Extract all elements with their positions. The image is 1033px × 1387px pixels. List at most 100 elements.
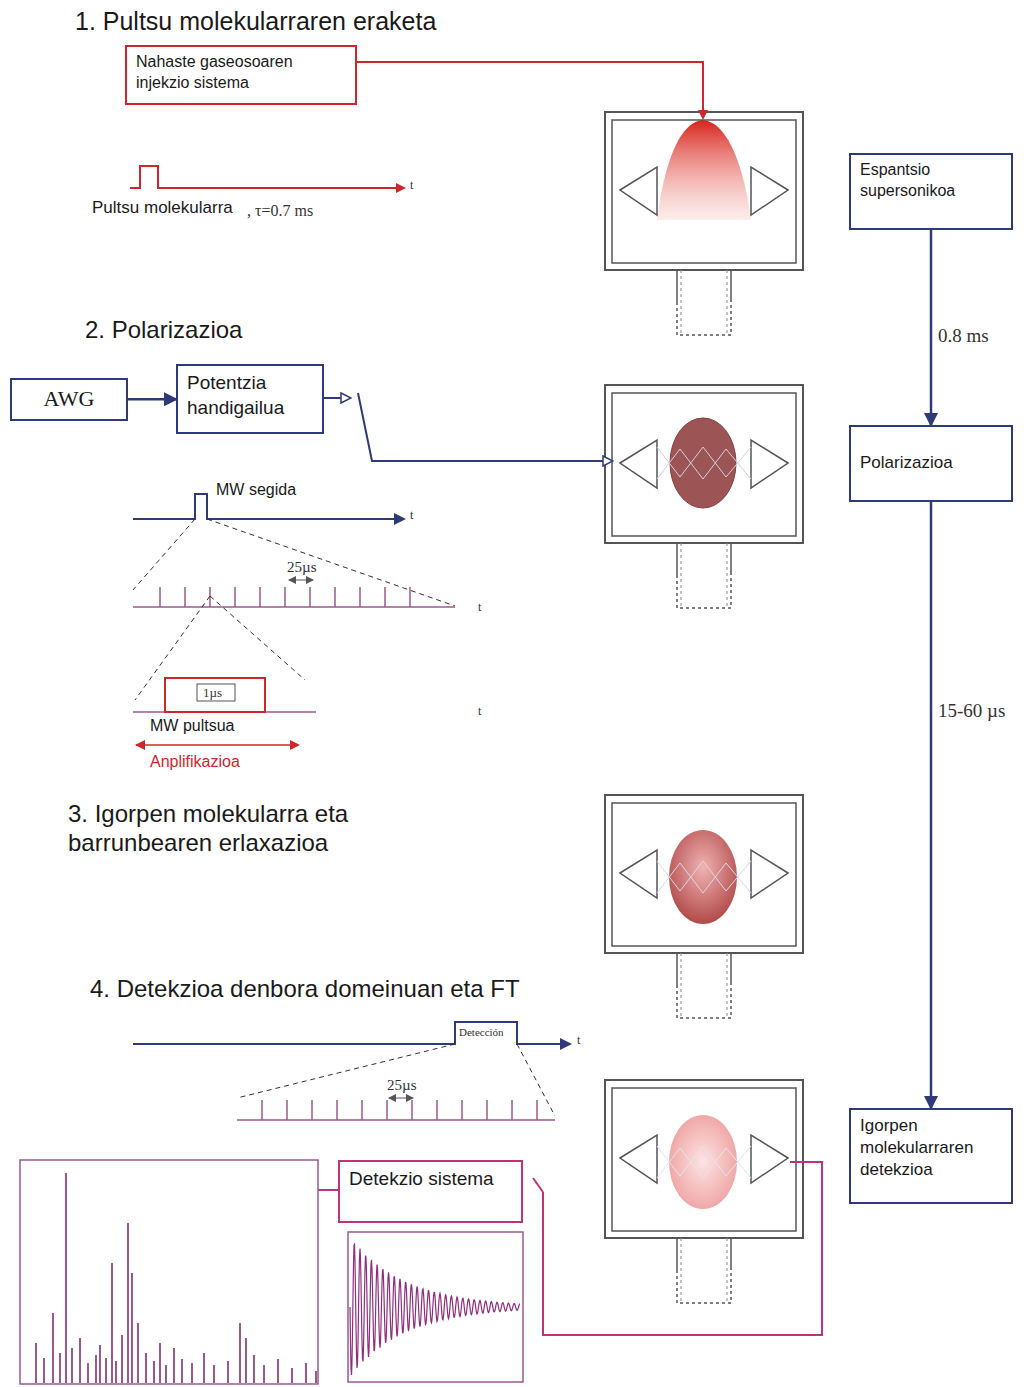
annotation: 3. Igorpen molekularra eta barrunbearen … [68,800,448,858]
spectral-line [43,1358,45,1383]
axis-label: t [478,704,481,718]
spectral-line [99,1345,101,1383]
spectral-line [203,1353,205,1383]
fid-signal [350,1244,520,1375]
spectral-line [87,1363,89,1383]
awg-box: AWG [10,378,128,421]
spectral-line [277,1359,279,1383]
spectral-line [305,1363,307,1383]
vacuum-chamber [605,385,803,608]
tick [486,1100,488,1120]
tick [259,587,261,607]
spectral-line [52,1313,54,1383]
connector [128,398,176,401]
spectral-line [65,1173,67,1383]
spectral-line [79,1338,81,1383]
spectral-line [239,1323,241,1383]
tick [384,587,386,607]
spacing-arrow [389,1098,413,1099]
spectral-line [165,1365,167,1383]
spectral-line [35,1343,37,1383]
node-text: Igorpen molekularraren detekzioa [860,1115,1002,1181]
edge-label: 15-60 µs [936,700,1007,722]
tick [386,1100,388,1120]
connector [930,230,933,425]
detection-box: Detekzio sistema [338,1160,523,1223]
detection-timeline [133,1022,570,1044]
tick [536,1100,538,1120]
node-text: Detekzio sistema [349,1167,512,1192]
tick [336,1100,338,1120]
spectral-line [213,1365,215,1383]
spectral-line [127,1223,129,1383]
spectral-line [137,1323,139,1383]
edge-label: 0.8 ms [936,325,991,347]
annotation: 1. Pultsu molekularraren eraketa [75,6,436,36]
stage-box: Polarizazioa [849,425,1013,502]
annotation: 25µs [387,1076,416,1094]
tick [411,1100,413,1120]
annotation: Pultsu molekularra [92,198,233,218]
axis-label: t [478,600,481,614]
tick [409,587,411,607]
tick [286,1100,288,1120]
annotation: Detección [459,1026,504,1039]
axis-label: t [410,508,413,522]
stage-box: Igorpen molekularraren detekzioa [849,1108,1013,1204]
spectral-line [227,1361,229,1383]
mw-line [324,397,350,399]
spectral-line [115,1361,117,1383]
vacuum-chamber [605,112,803,335]
tick [361,1100,363,1120]
node-text: AWG [21,385,117,414]
annotation: MW segida [216,480,296,499]
axis-label: t [410,178,413,192]
spectral-line [145,1353,147,1383]
tick [311,1100,313,1120]
spectral-line [181,1359,183,1383]
annotation: 2. Polarizazioa [85,316,242,345]
pulse-ticks [262,1100,537,1120]
connector [930,502,933,1108]
annotation: MW pultsua [150,716,234,735]
tick [334,587,336,607]
node-text: Nahaste gaseosoaren injekzio sistema [136,52,346,94]
spectral-line [111,1263,113,1383]
tick [159,587,161,607]
mw-line [358,393,612,461]
pulse-ticks [160,587,410,607]
vacuum-chamber [605,795,803,1018]
spectral-line [105,1358,107,1383]
zoom-line [135,596,305,700]
spectral-line [95,1355,97,1383]
tick [461,1100,463,1120]
tick [261,1100,263,1120]
zoom-line [237,1044,555,1116]
spectral-line [131,1273,133,1383]
spectral-line [191,1363,193,1383]
spectral-line [121,1335,123,1383]
spectral-line [159,1343,161,1383]
annotation: , τ=0.7 ms [247,201,313,220]
spectral-line [245,1338,247,1383]
switch [533,1178,543,1192]
tick [234,587,236,607]
annotation: 4. Detekzioa denbora domeinuan eta FT [90,975,520,1004]
spectral-line [291,1368,293,1383]
detection-wire [543,1162,822,1335]
spacing-arrow [289,580,313,581]
tick [184,587,186,607]
sequence-line [133,606,455,608]
spectral-line [253,1355,255,1383]
tick [309,587,311,607]
tick [436,1100,438,1120]
tick [511,1100,513,1120]
injection-box: Nahaste gaseosoaren injekzio sistema [125,45,357,105]
mw-pulse [165,678,265,712]
spectrum-frame [20,1160,318,1384]
spectral-line [173,1348,175,1383]
node-text: Polarizazioa [860,452,1002,474]
sequence-line [237,1119,555,1121]
axis-label: t [577,1033,580,1047]
